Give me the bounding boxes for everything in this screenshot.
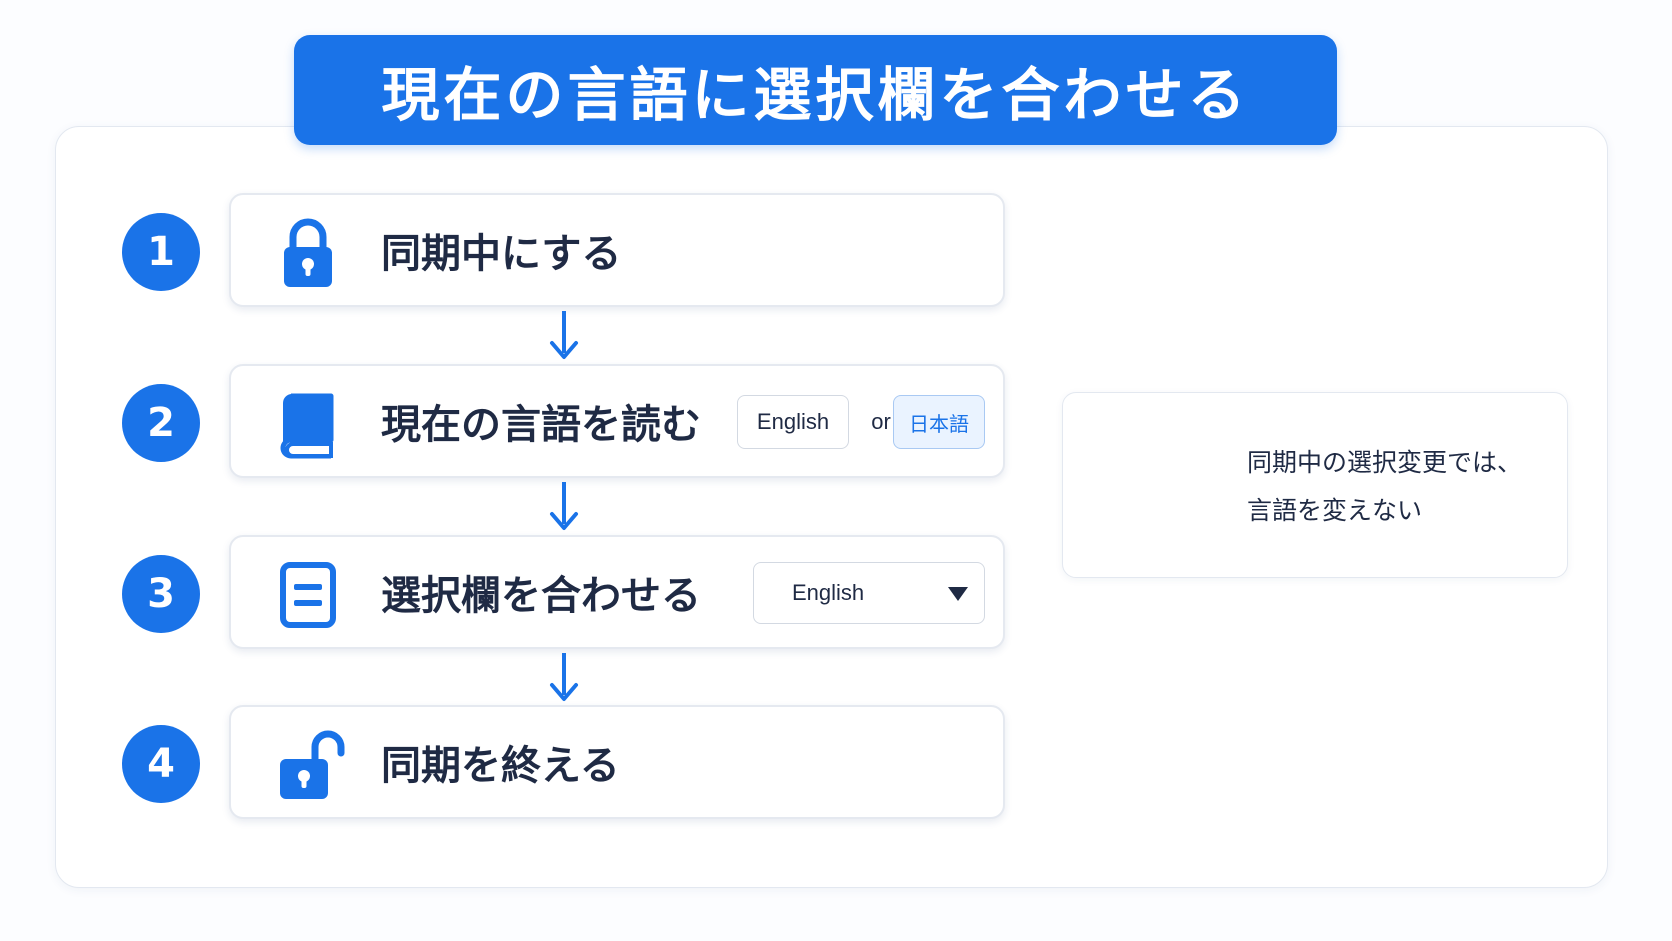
arrow-down-icon <box>550 311 578 359</box>
step-1-card: 同期中にする <box>229 193 1005 307</box>
book-icon <box>280 393 334 459</box>
page-title: 現在の言語に選択欄を合わせる <box>294 35 1337 145</box>
note-card: 同期中の選択変更では、 言語を変えない <box>1062 392 1568 578</box>
step-1-number: 1 <box>122 213 200 291</box>
note-line-1: 同期中の選択変更では、 <box>1247 448 1523 477</box>
step-3-number: 3 <box>122 555 200 633</box>
note-line-2: 言語を変えない <box>1247 496 1423 525</box>
english-option-chip: English <box>737 395 849 449</box>
step-1-label: 同期中にする <box>381 231 622 277</box>
step-3-label: 選択欄を合わせる <box>381 573 701 619</box>
step-2-card: 現在の言語を読む English or 日本語 <box>229 364 1005 478</box>
lock-open-icon <box>280 730 345 799</box>
or-connector: or <box>871 409 891 434</box>
step-2-number: 2 <box>122 384 200 462</box>
language-select[interactable]: English <box>753 562 985 624</box>
arrow-down-icon <box>550 653 578 701</box>
step-4-number: 4 <box>122 725 200 803</box>
japanese-option-chip: 日本語 <box>893 395 985 449</box>
arrow-down-icon <box>550 482 578 530</box>
step-4-card: 同期を終える <box>229 705 1005 819</box>
step-4-label: 同期を終える <box>381 743 620 789</box>
caret-down-icon <box>948 587 968 601</box>
step-2-label: 現在の言語を読む <box>381 402 701 448</box>
form-icon <box>280 562 336 628</box>
step-3-card: 選択欄を合わせる English <box>229 535 1005 649</box>
lock-closed-icon <box>284 218 332 287</box>
language-select-value: English <box>792 580 865 605</box>
